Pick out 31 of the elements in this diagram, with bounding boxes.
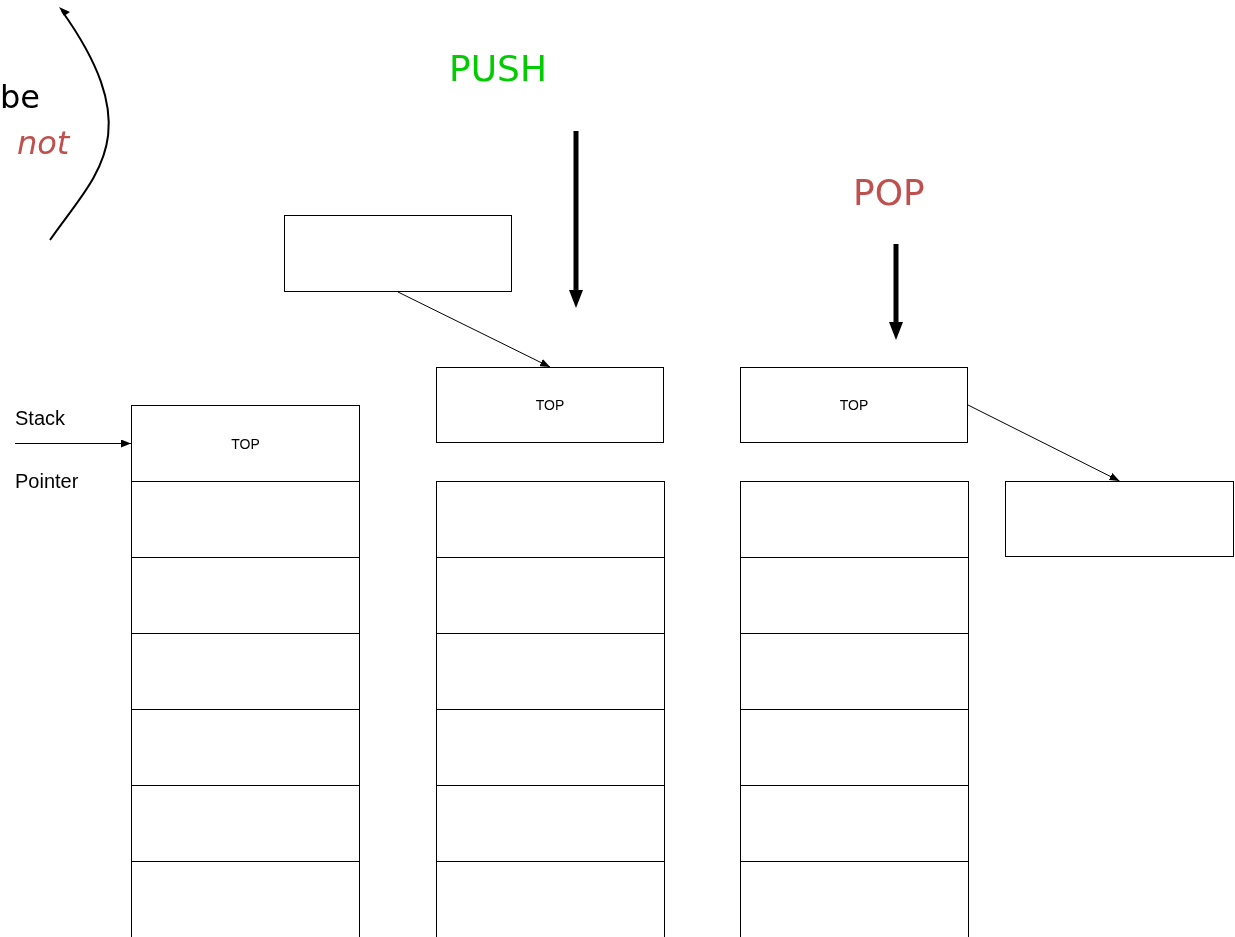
stack-cell: TOP	[740, 367, 968, 443]
stack-cell	[740, 709, 969, 786]
stack-cell	[740, 557, 969, 634]
stack-cell	[131, 633, 360, 710]
operation-label: POP	[853, 172, 925, 213]
arrow	[397, 291, 551, 368]
edge-label: Stack Pointer	[15, 406, 80, 494]
stack-cell	[131, 861, 360, 937]
stack-cell: TOP	[436, 367, 664, 443]
annotation-text: be	[0, 78, 40, 116]
operation-label: PUSH	[449, 48, 547, 89]
stack-cell	[131, 709, 360, 786]
stack-cell	[131, 481, 360, 558]
arrow	[967, 404, 1120, 482]
stack-cell: TOP	[131, 405, 360, 482]
stack-cell	[436, 709, 665, 786]
stack-cell	[436, 861, 665, 937]
stack-cell	[131, 785, 360, 862]
annotation-text: not	[17, 124, 70, 162]
stack-cell	[131, 557, 360, 634]
stack-cell	[284, 215, 512, 292]
stack-cell	[436, 481, 665, 558]
stack-cell	[740, 861, 969, 937]
stack-cell	[436, 785, 665, 862]
stack-cell	[740, 633, 969, 710]
stack-cell	[740, 785, 969, 862]
stack-cell	[436, 633, 665, 710]
stack-cell	[740, 481, 969, 558]
arrow	[14, 439, 132, 448]
stack-cell	[1005, 481, 1234, 557]
stack-cell	[436, 557, 665, 634]
